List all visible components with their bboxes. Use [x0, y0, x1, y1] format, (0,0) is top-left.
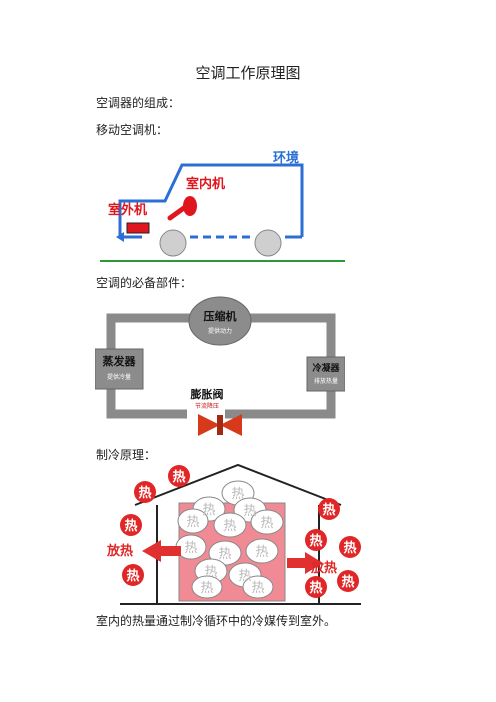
- label-evaporator: 蒸发器: [103, 354, 137, 368]
- label-evaporator-sub: 提供冷量: [107, 373, 131, 381]
- paragraph-cooling-principle: 制冷原理：: [96, 448, 157, 462]
- svg-text:热: 热: [202, 503, 215, 518]
- front-wheel: [159, 229, 187, 257]
- svg-text:热: 热: [186, 515, 199, 530]
- label-compressor: 压缩机: [204, 309, 237, 323]
- svg-text:热: 热: [322, 502, 335, 518]
- svg-text:热: 热: [126, 568, 139, 584]
- svg-text:热: 热: [243, 504, 256, 519]
- outdoor-heat-circles: 热 热 热 热 热 热 热 热 热: [120, 465, 361, 598]
- label-condenser: 冷凝器: [312, 362, 340, 374]
- label-expansion-valve: 膨胀阀: [190, 387, 224, 401]
- left-arrow-icon: [142, 540, 181, 562]
- label-condenser-sub: 排放热量: [314, 377, 338, 385]
- svg-text:热: 热: [138, 485, 151, 501]
- figure-refrigeration-cycle: 压缩机 提供动力 蒸发器 提供冷量 冷凝器 排放热量 膨胀阀 节流降压: [95, 296, 345, 436]
- label-release-heat-left: 放热: [106, 543, 133, 559]
- svg-text:热: 热: [238, 569, 251, 584]
- figure-heat-transfer: 热 热 热 热 热 热 热 热 热 热 热 热 热 热: [106, 463, 361, 605]
- svg-text:热: 热: [172, 469, 185, 485]
- valve-right-triangle: [220, 414, 242, 436]
- paragraph-required-parts: 空调的必备部件：: [96, 276, 193, 290]
- svg-text:热: 热: [309, 533, 322, 549]
- right-arrow-icon: [287, 552, 323, 574]
- label-outdoor-unit: 室外机: [108, 202, 147, 218]
- figure-mobile-ac: 环境 室内机 室外机: [100, 150, 345, 262]
- paragraph-mobile-ac: 移动空调机：: [96, 123, 169, 137]
- svg-text:热: 热: [218, 547, 231, 562]
- svg-text:热: 热: [260, 516, 273, 531]
- rear-wheel: [254, 229, 282, 257]
- valve-left-triangle: [198, 414, 220, 436]
- svg-text:热: 热: [341, 574, 354, 590]
- paragraph-summary: 室内的热量通过制冷循环中的冷媒传到室外。: [96, 614, 337, 628]
- house-roof: [134, 463, 342, 506]
- svg-text:热: 热: [343, 540, 356, 556]
- svg-text:热: 热: [231, 487, 244, 502]
- condenser-box: [306, 356, 345, 392]
- vehicle-outline: [118, 163, 304, 237]
- label-indoor-unit: 室内机: [186, 176, 225, 192]
- evaporator-box: [95, 348, 144, 390]
- valve-stem-icon: [217, 415, 223, 435]
- label-environment: 环境: [273, 150, 299, 166]
- svg-text:热: 热: [204, 565, 217, 580]
- label-expansion-valve-sub: 节流降压: [195, 402, 219, 410]
- indoor-heat-bubbles: 热 热 热 热 热 热 热 热 热 热 热 热 热: [175, 480, 284, 599]
- outdoor-unit-box: [126, 222, 150, 234]
- svg-text:热: 热: [124, 518, 137, 534]
- svg-text:热: 热: [184, 541, 197, 556]
- label-compressor-sub: 提供动力: [208, 327, 232, 335]
- svg-text:热: 热: [200, 581, 213, 596]
- compressor-ellipse: [188, 296, 252, 346]
- svg-text:热: 热: [309, 580, 322, 596]
- page-title: 空调工作原理图: [195, 64, 301, 82]
- airflow-arrow-icon: [116, 232, 124, 242]
- indoor-unit-head: [183, 196, 197, 216]
- paragraph-composition: 空调器的组成：: [96, 96, 181, 110]
- svg-text:热: 热: [223, 519, 236, 534]
- svg-text:热: 热: [255, 545, 268, 560]
- label-release-heat-right: 放热: [310, 560, 337, 576]
- svg-text:热: 热: [251, 581, 264, 596]
